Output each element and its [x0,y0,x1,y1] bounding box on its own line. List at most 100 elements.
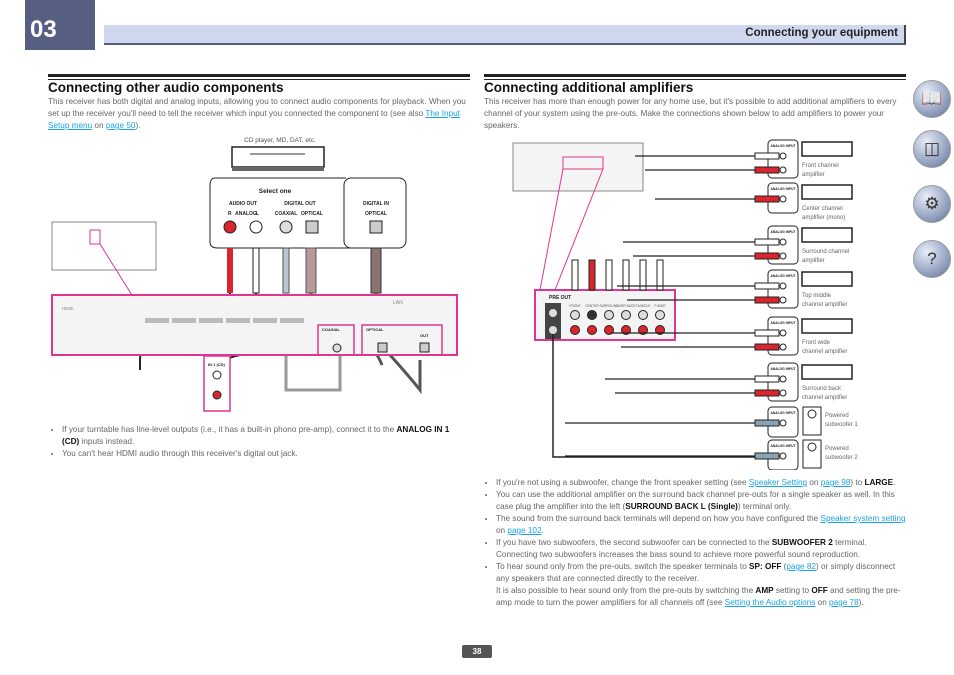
pre-out-r-jack [570,325,580,335]
note-item: If your turntable has line-level outputs… [62,424,462,448]
settings-icon[interactable]: ⚙ [913,185,951,223]
rca-plug [588,259,596,291]
svg-text:L: L [256,211,259,217]
coax-cable [282,247,290,294]
amp-label: Powered [825,446,849,452]
link-page-82[interactable]: page 82 [786,562,816,571]
pre-out-l-jack [638,310,648,320]
svg-text:ANALOG INPUT: ANALOG INPUT [770,187,795,191]
pre-out-l-jack [570,310,580,320]
optical-cable [305,247,317,294]
svg-text:COAXIAL: COAXIAL [322,327,341,332]
receiver-thumbnail [512,142,644,192]
amplifier-4: ANALOG INPUT Front wide channel amplifier [611,316,853,356]
pre-out-l-jack [604,310,614,320]
svg-text:amplifier: amplifier [802,172,825,178]
link-audio-options[interactable]: Setting the Audio options [724,598,816,607]
amp-label: Top middle [802,293,832,299]
section-rule [48,74,470,77]
white-cable [252,247,260,294]
rca-plug [639,259,647,291]
cd-player [231,146,325,171]
channel-label: F.WIDE [654,304,666,308]
amplifier-icon [801,271,853,287]
help-icon[interactable]: ? [913,240,951,278]
svg-text:PRE OUT: PRE OUT [549,295,571,301]
section-rule [48,79,470,80]
svg-text:ANALOG: ANALOG [235,211,257,217]
link-speaker-system-setting[interactable]: Speaker system setting [820,514,906,523]
header-bar: Connecting your equipment [104,25,906,45]
svg-text:channel amplifier: channel amplifier [802,349,847,355]
amp-label: Front wide [802,340,831,346]
svg-text:ANALOG INPUT: ANALOG INPUT [770,274,795,278]
rca-plug [571,259,579,291]
note-item: You can use the additional amplifier on … [496,489,908,513]
amp-label: Front channel [802,163,839,169]
pre-out-l-jack [621,310,631,320]
svg-text:OPTICAL: OPTICAL [365,211,387,217]
svg-text:AUDIO OUT: AUDIO OUT [229,201,257,207]
svg-text:LAN: LAN [393,300,403,306]
channel-label: SURROUND [599,304,619,308]
analog-l-jack [249,220,263,234]
section-rule [484,79,906,80]
right-notes: If you're not using a subwoofer, change … [484,477,908,609]
left-intro: This receiver has both digital and analo… [48,97,466,130]
channel-label: CENTER [585,304,599,308]
receiver-thumbnail [51,221,157,271]
svg-text:ANALOG INPUT: ANALOG INPUT [770,321,795,325]
pre-out-l-jack [655,310,665,320]
pre-out-r-jack [655,325,665,335]
rca-plug [656,259,664,291]
link-page-78[interactable]: page 78 [829,598,859,607]
section-title: Connecting additional amplifiers [484,80,694,95]
amp-label: Surround channel [802,249,849,255]
optical-jack [305,220,319,234]
channel-label: T.MIDDLE [635,304,651,308]
link-input-setup[interactable]: The Input Setup menu [48,109,460,130]
link-page-98[interactable]: page 98 [820,478,851,487]
pre-out-r-jack [621,325,631,335]
device-label: CD player, MD, DAT, etc. [244,137,316,144]
amplifier-icon [801,184,853,200]
amplifier-icon [801,318,853,334]
select-one-label: Select one [259,188,292,195]
note-item: If you have two subwoofers, the second s… [496,537,908,561]
note-item: You can't hear HDMI audio through this r… [62,448,462,460]
amplifier-icon [801,141,853,157]
header-title: Connecting your equipment [745,27,898,39]
svg-text:R: R [228,211,232,217]
svg-text:COAXIAL: COAXIAL [275,211,298,217]
optical-cable-in [370,247,382,294]
pre-out-r-jack [587,325,597,335]
receiver-icon[interactable]: ◫ [913,130,951,168]
link-page-50[interactable]: page 50 [105,121,136,130]
pre-out-r-jack [638,325,648,335]
note-item: The sound from the surround back termina… [496,513,908,537]
svg-text:amplifier (mono): amplifier (mono) [802,215,845,221]
svg-text:DIGITAL OUT: DIGITAL OUT [284,201,315,207]
amplifier-1: ANALOG INPUT Center channel amplifier (mon… [655,182,853,221]
svg-text:amplifier: amplifier [802,258,825,264]
chapter-badge: 03 [25,0,95,50]
svg-text:subwoofer 2: subwoofer 2 [825,455,858,461]
link-page-102[interactable]: page 102 [507,526,542,535]
svg-text:OPTICAL: OPTICAL [301,211,323,217]
svg-text:OPTICAL: OPTICAL [366,327,384,332]
link-speaker-setting[interactable]: Speaker Setting [748,478,808,487]
book-icon[interactable]: 📖 [913,80,951,118]
left-notes: If your turntable has line-level outputs… [50,424,462,460]
amp-label: Center channel [802,206,843,212]
svg-text:channel amplifier: channel amplifier [802,302,847,308]
amplifier-icon [801,227,853,243]
svg-text:OUT: OUT [420,333,429,338]
note-item: If you're not using a subwoofer, change … [496,477,908,489]
svg-text:ANALOG INPUT: ANALOG INPUT [770,367,795,371]
channel-label: FRONT [569,304,580,308]
